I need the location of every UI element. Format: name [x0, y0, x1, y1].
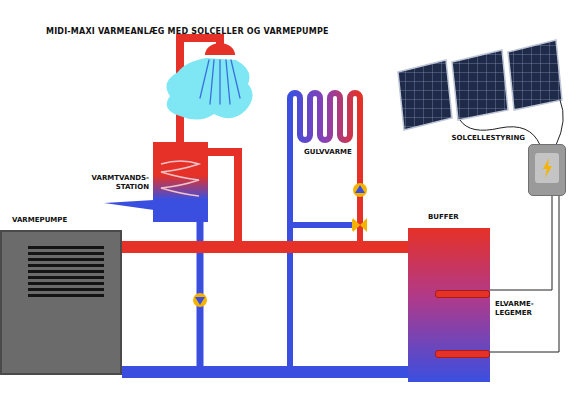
pump-arrow [355, 185, 365, 193]
heat-pump-box: VARMEPUMPE [0, 230, 122, 375]
buffer-tank: BUFFER [408, 228, 490, 382]
cold-water-pipe [104, 200, 154, 210]
node-label: BUFFER [428, 213, 459, 222]
solar-controller: SOLCELLESTYRING [528, 144, 566, 196]
node-label: VARMTVANDS- STATION [92, 174, 149, 192]
panel-wire [556, 100, 563, 145]
floor-return-pipe [287, 138, 293, 372]
pump-symbol [353, 183, 367, 197]
bypass-pipe [290, 222, 354, 228]
shower-water [166, 58, 252, 120]
water-drops [200, 60, 240, 104]
node-label: SOLCELLESTYRING [451, 134, 525, 143]
node-label: GULVVARME [304, 148, 352, 157]
node-label: VARMEPUMPE [12, 216, 67, 225]
pump-symbol [193, 293, 207, 307]
hot-water-station: VARMTVANDS- STATION [153, 142, 208, 222]
heat-exchanger-coil [153, 142, 208, 222]
part-label: ELVARME- LEGEMER [495, 300, 534, 318]
diagram-title: MIDI-MAXI VARMEANLÆG MED SOLCELLER OG VA… [46, 27, 329, 36]
mixing-valve [352, 219, 360, 231]
heating-element [435, 290, 490, 298]
controller-face [535, 153, 559, 183]
lightning-symbol [535, 153, 559, 183]
station-feed-pipe [207, 152, 238, 247]
wire-connector [490, 196, 559, 352]
floor-coil [290, 93, 360, 140]
pipe-connector [122, 241, 408, 253]
heater-wire [489, 196, 552, 290]
fan-grille [2, 232, 120, 373]
heating-element [435, 350, 490, 358]
pipe-connector [122, 366, 408, 378]
mixing-valve [353, 218, 367, 232]
pump-arrow [195, 297, 205, 305]
shower-head [205, 43, 235, 55]
solar-panels [398, 40, 562, 130]
floor-heating: GULVVARME [286, 88, 364, 142]
